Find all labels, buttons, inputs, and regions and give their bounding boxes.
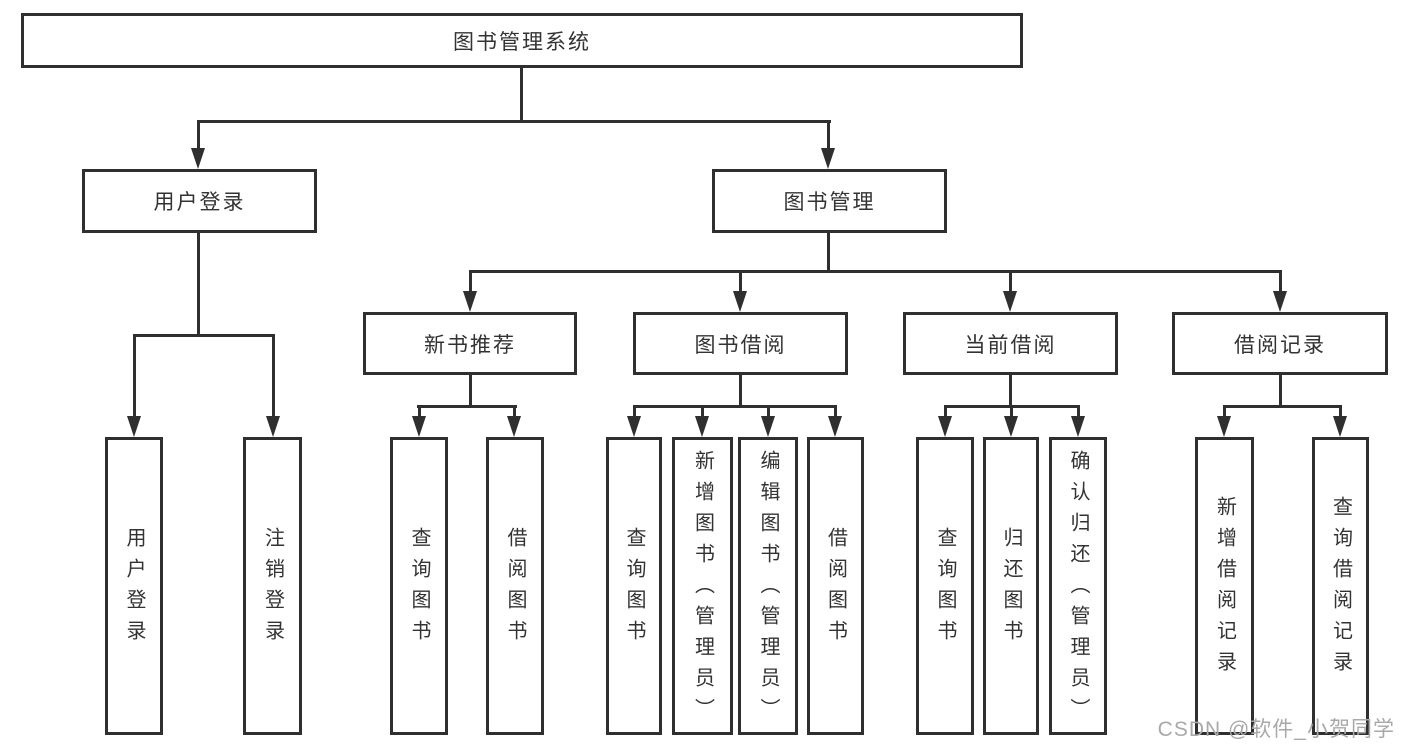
node-borrow-records: 借阅记录 bbox=[1172, 312, 1388, 375]
arrowhead-down-icon bbox=[733, 291, 747, 312]
arrowhead-down-icon bbox=[191, 148, 205, 169]
arrowhead-down-icon bbox=[821, 148, 835, 169]
leaf-logout-login: 注销登录 bbox=[243, 437, 302, 735]
arrowhead-down-icon bbox=[463, 291, 477, 312]
connector-line bbox=[827, 233, 830, 273]
connector-line bbox=[1339, 405, 1342, 418]
connector-line bbox=[133, 334, 136, 418]
node-book-borrow: 图书借阅 bbox=[633, 312, 848, 375]
arrowhead-down-icon bbox=[938, 416, 952, 437]
leaf-query-books-current: 查询图书 bbox=[916, 437, 974, 735]
arrowhead-down-icon bbox=[761, 416, 775, 437]
connector-line bbox=[133, 334, 275, 337]
watermark: CSDN @软件_小贺同学 bbox=[1157, 718, 1395, 741]
connector-line bbox=[944, 405, 947, 418]
connector-line bbox=[701, 405, 704, 418]
arrowhead-down-icon bbox=[627, 416, 641, 437]
connector-line bbox=[417, 405, 517, 408]
arrowhead-down-icon bbox=[507, 416, 521, 437]
connector-line bbox=[469, 270, 472, 293]
connector-line bbox=[1009, 270, 1012, 293]
connector-line bbox=[633, 405, 636, 418]
connector-line bbox=[633, 405, 837, 408]
connector-line bbox=[513, 405, 516, 418]
connector-line bbox=[1077, 405, 1080, 418]
arrowhead-down-icon bbox=[1217, 416, 1231, 437]
arrowhead-down-icon bbox=[127, 416, 141, 437]
connector-line bbox=[197, 120, 831, 123]
connector-line bbox=[469, 270, 1282, 273]
leaf-confirm-return-admin: 确认归还（管理员） bbox=[1049, 437, 1107, 735]
connector-line bbox=[1010, 405, 1013, 418]
arrowhead-down-icon bbox=[1003, 291, 1017, 312]
node-new-book-recommend: 新书推荐 bbox=[363, 312, 577, 375]
connector-line bbox=[272, 334, 275, 418]
connector-line bbox=[834, 405, 837, 418]
connector-line bbox=[827, 120, 830, 150]
leaf-add-book-admin: 新增图书（管理员） bbox=[672, 437, 733, 735]
connector-line bbox=[418, 405, 421, 418]
arrowhead-down-icon bbox=[412, 416, 426, 437]
connector-line bbox=[739, 375, 742, 408]
node-user-login: 用户登录 bbox=[82, 169, 317, 233]
leaf-borrow-books-recommend: 借阅图书 bbox=[486, 437, 544, 735]
connector-line bbox=[520, 68, 523, 123]
node-root: 图书管理系统 bbox=[21, 13, 1023, 68]
connector-line bbox=[1279, 375, 1282, 408]
arrowhead-down-icon bbox=[828, 416, 842, 437]
node-current-borrow: 当前借阅 bbox=[903, 312, 1118, 375]
arrowhead-down-icon bbox=[266, 416, 280, 437]
leaf-return-book: 归还图书 bbox=[983, 437, 1039, 735]
arrowhead-down-icon bbox=[1273, 291, 1287, 312]
arrowhead-down-icon bbox=[1071, 416, 1085, 437]
connector-line bbox=[1279, 270, 1282, 293]
connector-line bbox=[197, 120, 200, 150]
leaf-edit-book-admin: 编辑图书（管理员） bbox=[738, 437, 798, 735]
connector-line bbox=[1223, 405, 1342, 408]
leaf-borrow-books: 借阅图书 bbox=[807, 437, 864, 735]
node-book-management: 图书管理 bbox=[712, 169, 947, 233]
leaf-user-login: 用户登录 bbox=[105, 437, 163, 735]
connector-line bbox=[197, 233, 200, 337]
leaf-query-books-recommend: 查询图书 bbox=[390, 437, 448, 735]
arrowhead-down-icon bbox=[1004, 416, 1018, 437]
connector-line bbox=[1009, 375, 1012, 408]
arrowhead-down-icon bbox=[695, 416, 709, 437]
connector-line bbox=[767, 405, 770, 418]
connector-line bbox=[739, 270, 742, 293]
leaf-query-borrow-record: 查询借阅记录 bbox=[1312, 437, 1369, 735]
arrowhead-down-icon bbox=[1333, 416, 1347, 437]
connector-line bbox=[1223, 405, 1226, 418]
leaf-query-books-borrow: 查询图书 bbox=[606, 437, 662, 735]
leaf-add-borrow-record: 新增借阅记录 bbox=[1195, 437, 1254, 735]
connector-line bbox=[469, 375, 472, 408]
